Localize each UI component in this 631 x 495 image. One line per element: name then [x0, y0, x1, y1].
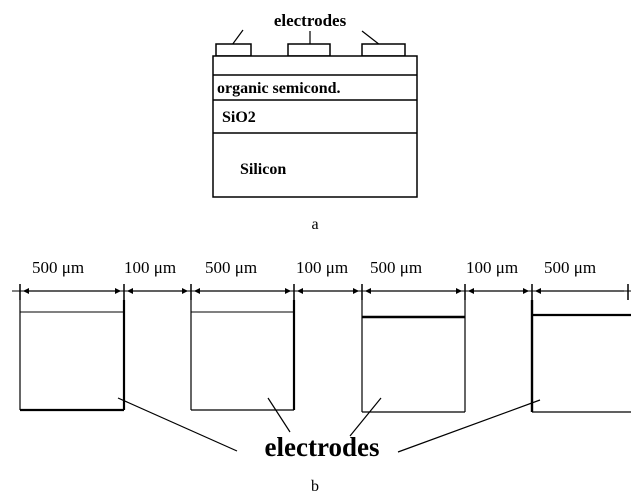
dimension-label-6: 100 μm [466, 258, 518, 277]
dimension-label-5: 500 μm [370, 258, 422, 277]
pointer-line-2 [267, 397, 291, 433]
dimension-label-2: 100 μm [124, 258, 176, 277]
panel-a-electrode-2 [287, 43, 331, 57]
dimension-label-7: 500 μm [544, 258, 596, 277]
pointer-line-1 [117, 397, 238, 452]
panel-b-electrodes-label: electrodes [265, 432, 380, 462]
dimension-label-3: 500 μm [205, 258, 257, 277]
panel-a-pointer-line-1 [231, 29, 244, 46]
panel-a: electrodes organic semicond. SiO2 Silico… [212, 11, 418, 233]
semiconductor-layer-label: organic semicond. [217, 80, 341, 97]
panel-a-electrode-3 [361, 43, 406, 57]
electrode-4 [530, 300, 631, 413]
panel-a-electrode-1 [215, 43, 252, 57]
panel-a-device-stack [212, 55, 418, 198]
pointer-line-4 [397, 399, 541, 453]
dimension-label-1: 500 μm [32, 258, 84, 277]
pointer-line-3 [349, 397, 382, 437]
electrode-1 [19, 300, 126, 412]
panel-a-pointer-line-3 [361, 30, 381, 46]
dimension-ticks [19, 284, 629, 300]
electrode-3 [361, 300, 466, 413]
dimension-label-4: 100 μm [296, 258, 348, 277]
oxide-layer-label: SiO2 [222, 109, 256, 126]
panel-b-caption: b [311, 478, 319, 495]
electrodes-pointer-lines [117, 397, 541, 453]
panel-a-caption: a [311, 216, 318, 233]
electrode-2 [190, 300, 296, 411]
panel-b: 500 μm 100 μm 500 μm 100 μm 500 μm 100 μ… [12, 258, 631, 495]
substrate-layer-label: Silicon [240, 161, 286, 178]
panel-a-electrodes-label: electrodes [274, 11, 347, 30]
